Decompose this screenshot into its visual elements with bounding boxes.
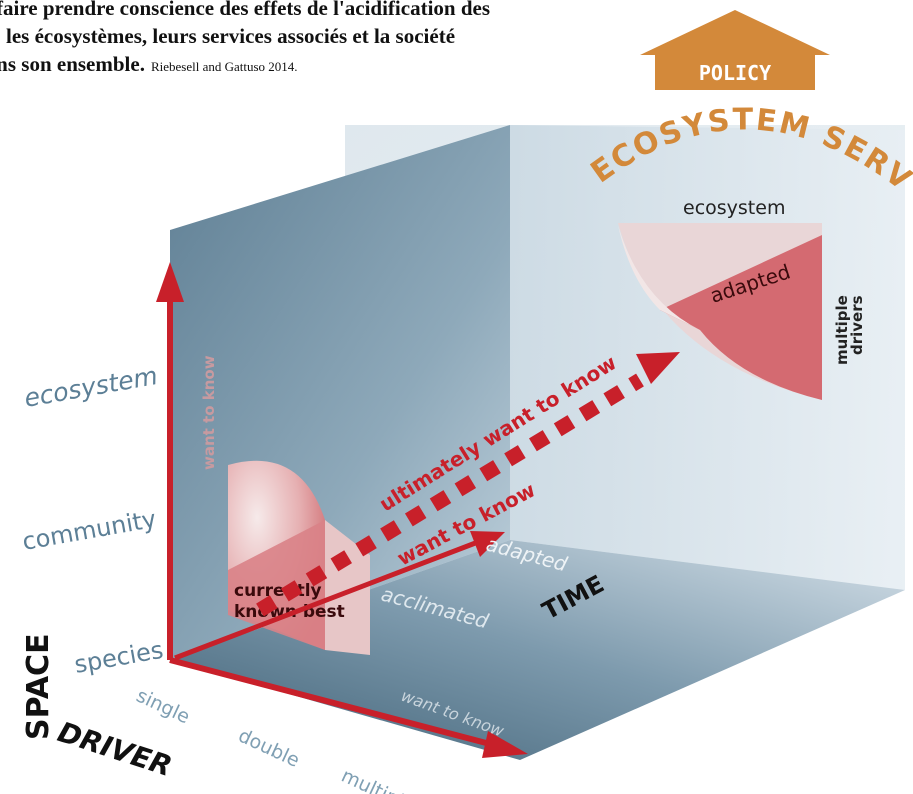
caption-line-2: les écosystèmes, leurs services associés… xyxy=(6,24,456,48)
far-block-top-label: ecosystem xyxy=(683,197,785,219)
figure-caption: faire prendre conscience des effets de l… xyxy=(0,0,636,81)
cube-floor xyxy=(170,540,905,760)
space-level-community: community xyxy=(20,505,158,556)
policy-arrow: POLICY xyxy=(640,10,830,90)
ecosystem-adapted-block: ecosystem adapted multiple drivers xyxy=(618,197,866,400)
ultimate-arrow xyxy=(256,352,680,617)
known-best-block: currently known best xyxy=(228,460,370,655)
space-axis-arrow xyxy=(156,262,184,660)
far-block-drivers-label: drivers xyxy=(848,295,866,355)
driver-level-double: double xyxy=(235,725,303,772)
caption-line-1: faire prendre conscience des effets de l… xyxy=(0,0,491,20)
space-level-ecosystem: ecosystem xyxy=(22,361,160,413)
space-axis-title: SPACE xyxy=(21,633,56,740)
caption-citation: Riebesell and Gattuso 2014. xyxy=(150,59,298,74)
space-arrow-label: want to know xyxy=(200,355,218,470)
driver-axis-arrow xyxy=(169,657,528,758)
known-best-line-1: currently xyxy=(234,581,322,601)
space-level-species: species xyxy=(72,636,165,679)
driver-level-multiple: multiple xyxy=(338,765,418,794)
driver-level-single: single xyxy=(133,685,193,729)
driver-axis-title: DRIVER xyxy=(54,715,176,783)
policy-label: POLICY xyxy=(699,61,771,85)
far-block-multiple-label: multiple xyxy=(833,295,851,365)
time-axis-arrow xyxy=(174,531,505,661)
caption-line-3: dans son ensemble.Riebesell and Gattuso … xyxy=(0,52,298,76)
